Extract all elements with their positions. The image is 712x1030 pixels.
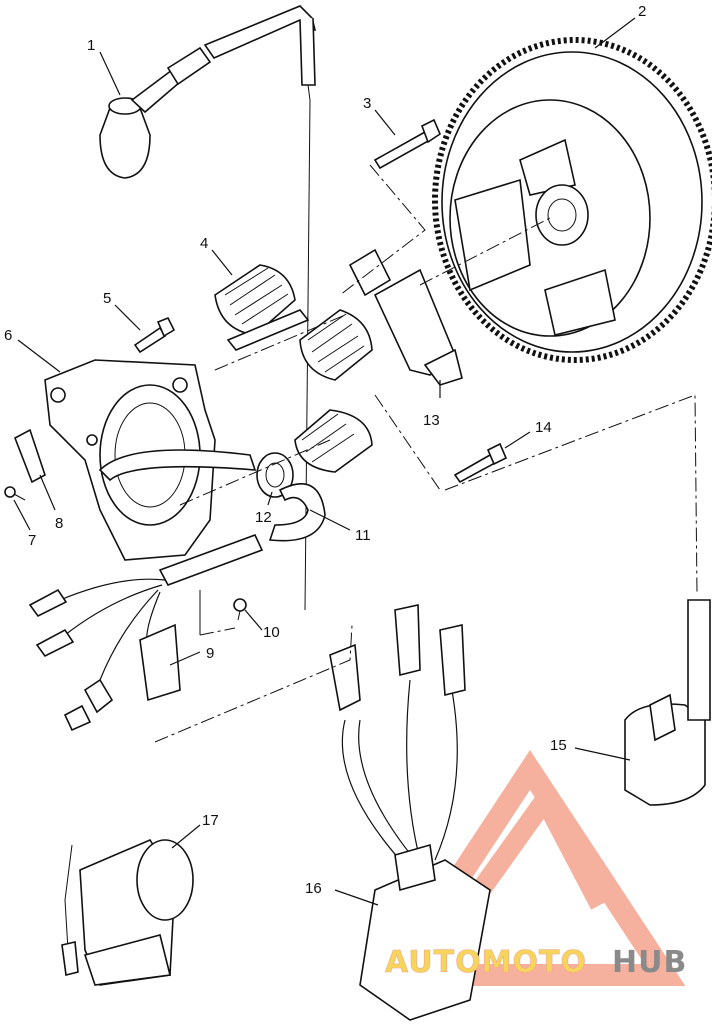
callout-15: 15	[550, 737, 567, 754]
callout-3: 3	[363, 95, 371, 112]
callout-11: 11	[355, 527, 371, 544]
callout-9: 9	[206, 645, 214, 662]
screw-5	[133, 316, 176, 354]
screw-10	[233, 598, 247, 621]
cdi-module	[329, 604, 491, 1021]
bracket-8	[13, 428, 46, 484]
watermark-brand-hub: HUB	[612, 945, 687, 980]
stator-coils	[214, 264, 373, 473]
ignition-coil	[624, 599, 711, 806]
callout-17: 17	[202, 812, 219, 829]
bolt-3	[373, 118, 441, 170]
watermark-brand-main: AUTOMOTO	[385, 945, 587, 980]
callout-2: 2	[638, 3, 646, 20]
callout-12: 12	[255, 509, 272, 526]
assembly-center-lines	[154, 164, 698, 743]
screw-7	[4, 486, 26, 501]
callout-1: 1	[87, 37, 95, 54]
flywheel	[432, 37, 712, 363]
wiring-harness-left	[28, 578, 181, 732]
callout-14: 14	[535, 419, 552, 436]
callout-13: 13	[423, 412, 440, 429]
watermark-text: AUTOMOTO HUB	[385, 945, 687, 981]
callout-labels: 1 2 3 4 5 6 7 8 9 10 11 12 13 14 15 16 1…	[4, 3, 646, 897]
callout-5: 5	[103, 290, 111, 307]
callout-6: 6	[4, 327, 12, 344]
grommet-12	[256, 452, 294, 498]
harness-11	[98, 449, 326, 586]
callout-7: 7	[28, 532, 36, 549]
bolt-14	[453, 442, 508, 484]
leader-lines	[13, 17, 636, 906]
callout-4: 4	[200, 235, 208, 252]
callout-8: 8	[55, 515, 63, 532]
callout-16: 16	[305, 880, 322, 897]
watermark-triangle-inner	[461, 780, 609, 911]
callout-10: 10	[263, 624, 280, 641]
spark-plug-cap	[99, 5, 317, 611]
pickup-coil	[348, 248, 463, 386]
starter-solenoid	[61, 838, 194, 986]
